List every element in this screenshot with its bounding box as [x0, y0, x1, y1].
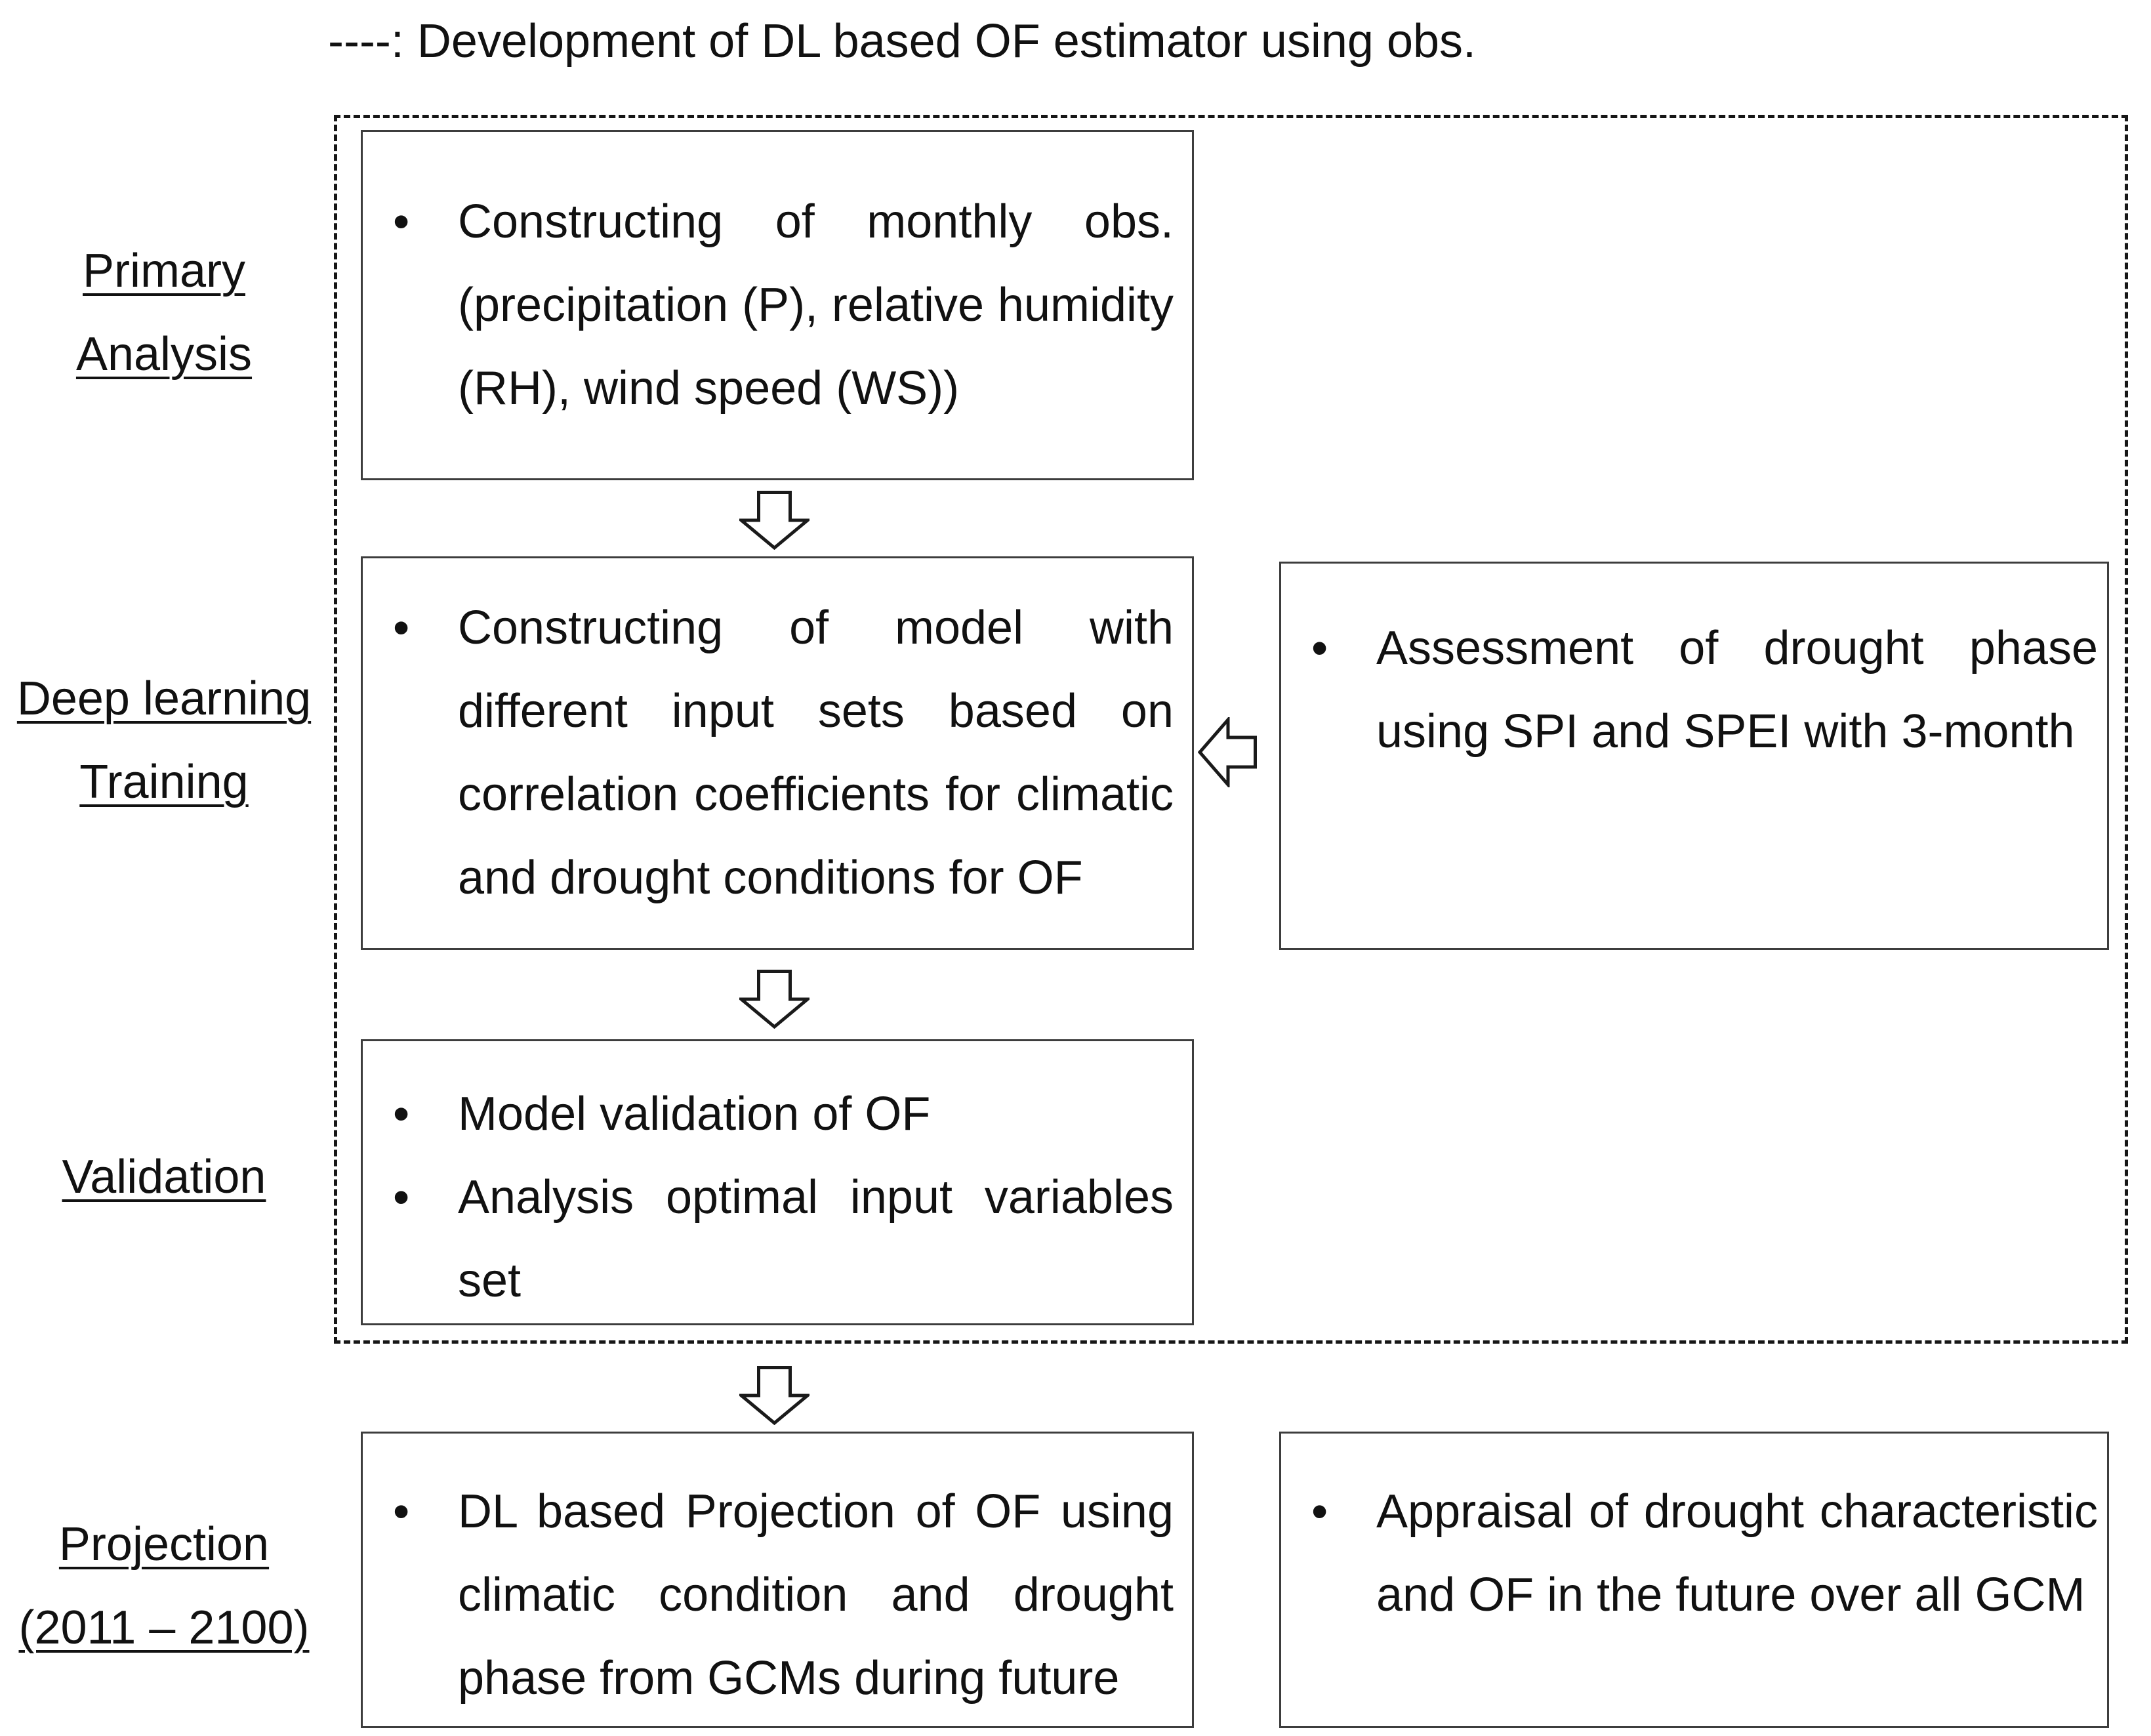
bullet-item: Appraisal of drought characteristic and … — [1281, 1470, 2107, 1637]
left-arrow-icon — [1198, 717, 1257, 787]
stage-label-line: Primary — [83, 245, 245, 297]
stage-label-projection: Projection (2011 – 2100) — [7, 1503, 321, 1670]
stage-label-line: Deep learning — [16, 672, 312, 725]
bullet-item: Analysis optimal input variables set — [363, 1156, 1192, 1323]
bullet-item: Constructing of model with different inp… — [363, 587, 1192, 920]
bullet-list: Appraisal of drought characteristic and … — [1281, 1470, 2107, 1637]
down-arrow-icon — [739, 970, 809, 1029]
primary-analysis-box: Constructing of monthly obs.(precipitati… — [361, 130, 1194, 480]
bullet-list: Constructing of monthly obs.(precipitati… — [363, 180, 1192, 430]
dashed-development-region — [334, 115, 2128, 1344]
stage-label-line: Validation — [62, 1151, 266, 1203]
bullet-item: Model validation of OF — [363, 1073, 1192, 1156]
stage-label-line: Training — [79, 756, 249, 808]
stage-label-line: Analysis — [75, 328, 253, 381]
model-training-box: Constructing of model with different inp… — [361, 556, 1194, 950]
bullet-list: DL based Projection of OF using climatic… — [363, 1470, 1192, 1720]
appraisal-box: Appraisal of drought characteristic and … — [1279, 1432, 2109, 1728]
down-arrow-icon — [739, 1366, 809, 1425]
projection-box: DL based Projection of OF using climatic… — [361, 1432, 1194, 1728]
bullet-item: Constructing of monthly obs.(precipitati… — [363, 180, 1192, 430]
bullet-list: Assessment of drought phase using SPI an… — [1281, 607, 2107, 774]
bullet-list: Model validation of OF Analysis optimal … — [363, 1073, 1192, 1323]
bullet-list: Constructing of model with different inp… — [363, 587, 1192, 920]
stage-label-validation: Validation — [7, 1136, 321, 1219]
stage-label-line: Projection — [58, 1518, 270, 1571]
drought-assessment-box: Assessment of drought phase using SPI an… — [1279, 562, 2109, 950]
bullet-item: Assessment of drought phase using SPI an… — [1281, 607, 2107, 774]
down-arrow-icon — [739, 491, 809, 550]
stage-label-primary-analysis: Primary Analysis — [7, 230, 321, 396]
stage-label-line: (2011 – 2100) — [18, 1602, 310, 1654]
bullet-item: DL based Projection of OF using climatic… — [363, 1470, 1192, 1720]
validation-box: Model validation of OF Analysis optimal … — [361, 1039, 1194, 1325]
stage-label-deep-learning-training: Deep learning Training — [7, 657, 321, 824]
legend-caption: ----: Development of DL based OF estimat… — [328, 15, 1477, 68]
